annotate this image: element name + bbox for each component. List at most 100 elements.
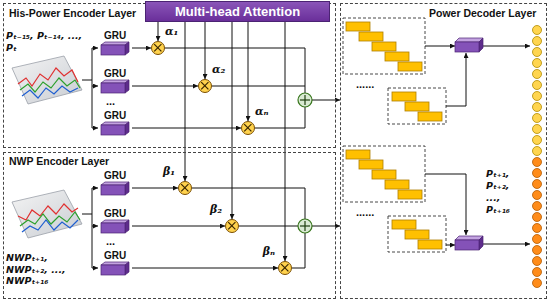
block-front (101, 185, 125, 195)
block-top (101, 122, 129, 125)
output-node (533, 37, 542, 46)
output-node (533, 114, 542, 123)
block-top (101, 80, 129, 83)
decoder-cell (385, 52, 409, 61)
output-node (533, 147, 542, 156)
gru-cell: GRU (98, 170, 132, 196)
sum-cross (304, 95, 305, 105)
decoder-cell (405, 102, 429, 111)
wire (92, 188, 93, 268)
chart-line (20, 78, 80, 92)
output-node (533, 246, 542, 255)
wire (483, 46, 530, 47)
decoder-cell (372, 170, 396, 179)
layer-panel: Power Decoder Layer (340, 3, 547, 299)
decoder-cell (398, 62, 422, 71)
output-node (533, 202, 542, 211)
attention-label: Multi-head Attention (175, 4, 300, 19)
wire (212, 86, 305, 87)
decoder-wires (425, 46, 530, 245)
connector (132, 48, 151, 49)
output-node (533, 224, 542, 233)
wire (92, 48, 98, 49)
weight-label: αₙ (255, 105, 269, 118)
gru-cell: GRU (98, 30, 132, 56)
weight-multiplier: αₙ (241, 121, 255, 135)
decoder-cell (398, 190, 422, 199)
weight-label: α₁ (165, 25, 178, 38)
connector (185, 22, 186, 181)
layer-panel: His-Power Encoder LayerGRUGRUGRUα₁α₂αₙ (3, 3, 336, 148)
block-front (101, 125, 125, 135)
gru-cell: GRU (98, 208, 132, 234)
connector (205, 22, 206, 79)
connector (232, 22, 233, 219)
sum-cross (304, 221, 305, 231)
output-node (533, 268, 542, 277)
ellipsis: ...... (356, 206, 374, 218)
multiply-symbol (226, 220, 238, 232)
weight-multiplier: β₁ (178, 181, 192, 195)
input-sequence: NWPₜ₊₁, NWPₜ₊₂, ..., NWPₜ₊₁₆ (6, 252, 90, 287)
multiply-stroke (228, 222, 235, 229)
group-outline (343, 18, 425, 74)
gru-label: GRU (98, 68, 132, 80)
wire (82, 80, 92, 81)
block-front (455, 240, 479, 250)
gru-cell: GRU (98, 68, 132, 94)
chart-line (18, 204, 78, 220)
multiply-symbol (152, 42, 164, 54)
chart-panel (12, 190, 82, 238)
wire (92, 226, 98, 227)
wire (446, 53, 466, 106)
block-top (101, 262, 129, 265)
block-top (455, 38, 483, 42)
output-node (533, 59, 542, 68)
output-node (533, 125, 542, 134)
weight-label: βₙ (263, 245, 275, 258)
decoder-groups (343, 18, 446, 252)
multiply-stroke (154, 44, 161, 51)
weight-multiplier: α₁ (151, 41, 165, 55)
decoder-cell (346, 22, 370, 31)
block-side (125, 182, 129, 195)
wire (92, 128, 98, 129)
block-front (101, 45, 125, 55)
output-node (533, 48, 542, 57)
wire (425, 46, 455, 47)
output-node (533, 213, 542, 222)
block-front (455, 42, 479, 52)
output-nodes (533, 26, 542, 288)
gru-label: GRU (98, 30, 132, 42)
block-top (101, 220, 129, 223)
block-side (125, 42, 129, 55)
output-node (533, 191, 542, 200)
wire (92, 268, 98, 269)
multiply-stroke (244, 124, 251, 131)
decoder-cell (372, 42, 396, 51)
output-node (533, 70, 542, 79)
group-outline (388, 88, 446, 124)
decoder-cell (418, 112, 442, 121)
wire (483, 244, 530, 245)
decoder-cell (418, 240, 442, 249)
output-node (533, 136, 542, 145)
layer-title: NWP Encoder Layer (9, 155, 109, 168)
multiply-stroke (201, 82, 208, 89)
multiply-stroke (201, 82, 208, 89)
output-node (533, 103, 542, 112)
connector (132, 188, 178, 189)
chart-line (18, 68, 78, 86)
output-sequence: Pₜ₊₁, Pₜ₊₂, ..., Pₜ₊₁₆ (486, 168, 522, 216)
layer-panel: NWP Encoder LayerGRUGRUGRUβ₁β₂βₙ (3, 152, 336, 299)
chart-line (22, 86, 78, 98)
weight-label: β₁ (163, 165, 175, 178)
multiply-stroke (281, 264, 288, 271)
decoder-cell (346, 150, 370, 159)
weight-label: β₂ (210, 203, 222, 216)
wire (82, 214, 92, 215)
decoder-cell (392, 92, 416, 101)
block-side (479, 236, 483, 250)
block-top (455, 236, 483, 240)
